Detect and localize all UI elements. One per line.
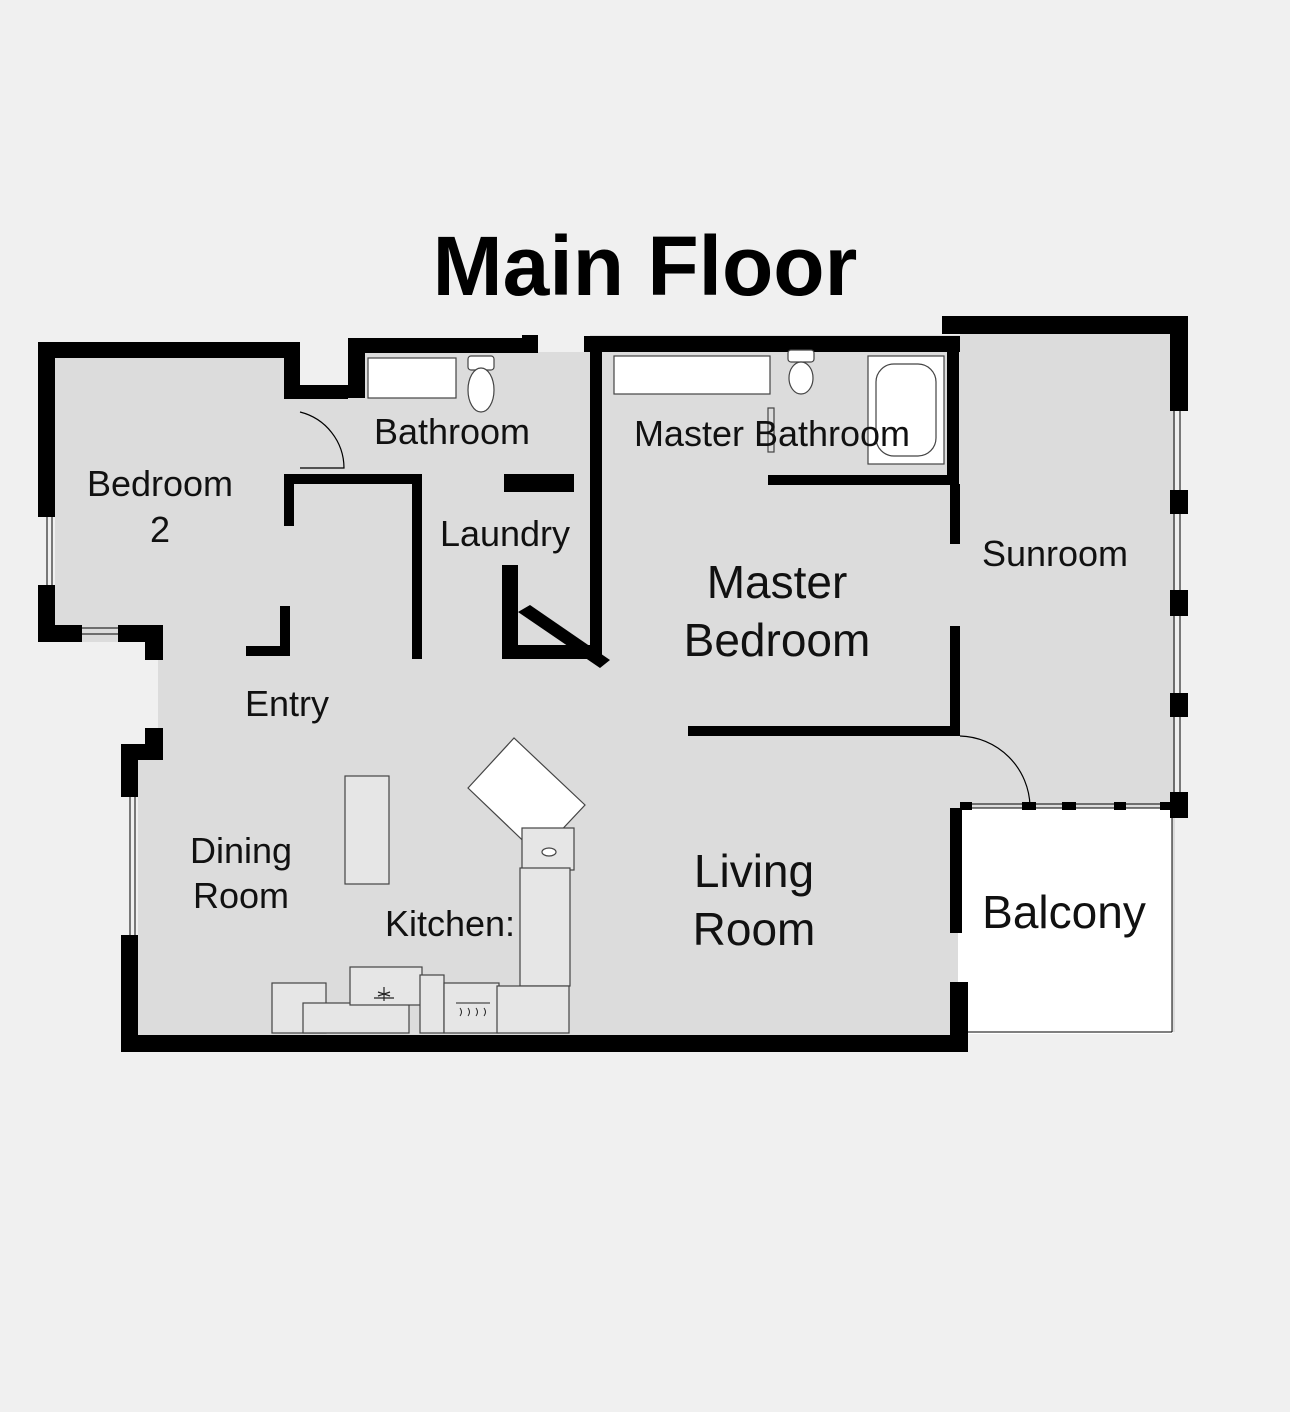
label-sunroom: Sunroom xyxy=(982,533,1128,574)
balcony-area xyxy=(958,808,1172,1034)
label-dining-room-line1: Dining xyxy=(190,830,292,871)
label-kitchen: Kitchen: xyxy=(385,903,515,944)
label-living-room-line2: Room xyxy=(693,903,816,955)
room-labels: Bedroom 2 Bathroom Master Bathroom Laund… xyxy=(87,411,1146,955)
label-master-bathroom: Master Bathroom xyxy=(634,413,910,454)
label-dining-room-line2: Room xyxy=(193,875,289,916)
stove-icon xyxy=(456,1002,490,1017)
label-bathroom: Bathroom xyxy=(374,411,530,452)
label-living-room-line1: Living xyxy=(694,845,814,897)
walls xyxy=(38,316,1188,1052)
fridge-snowflake-icon xyxy=(374,987,394,1001)
label-entry: Entry xyxy=(245,683,329,724)
door-swings xyxy=(299,411,1031,807)
label-balcony: Balcony xyxy=(982,886,1146,938)
label-laundry: Laundry xyxy=(440,513,570,554)
label-bedroom2-line1: Bedroom xyxy=(87,463,233,504)
floor-plan-title: Main Floor xyxy=(432,219,858,313)
fixtures xyxy=(271,349,945,1034)
label-bedroom2-line2: 2 xyxy=(150,509,170,550)
floor-areas xyxy=(55,332,1175,1035)
label-master-bedroom-line1: Master xyxy=(707,556,848,608)
balcony-posts xyxy=(960,802,1174,810)
label-master-bedroom-line2: Bedroom xyxy=(684,614,871,666)
